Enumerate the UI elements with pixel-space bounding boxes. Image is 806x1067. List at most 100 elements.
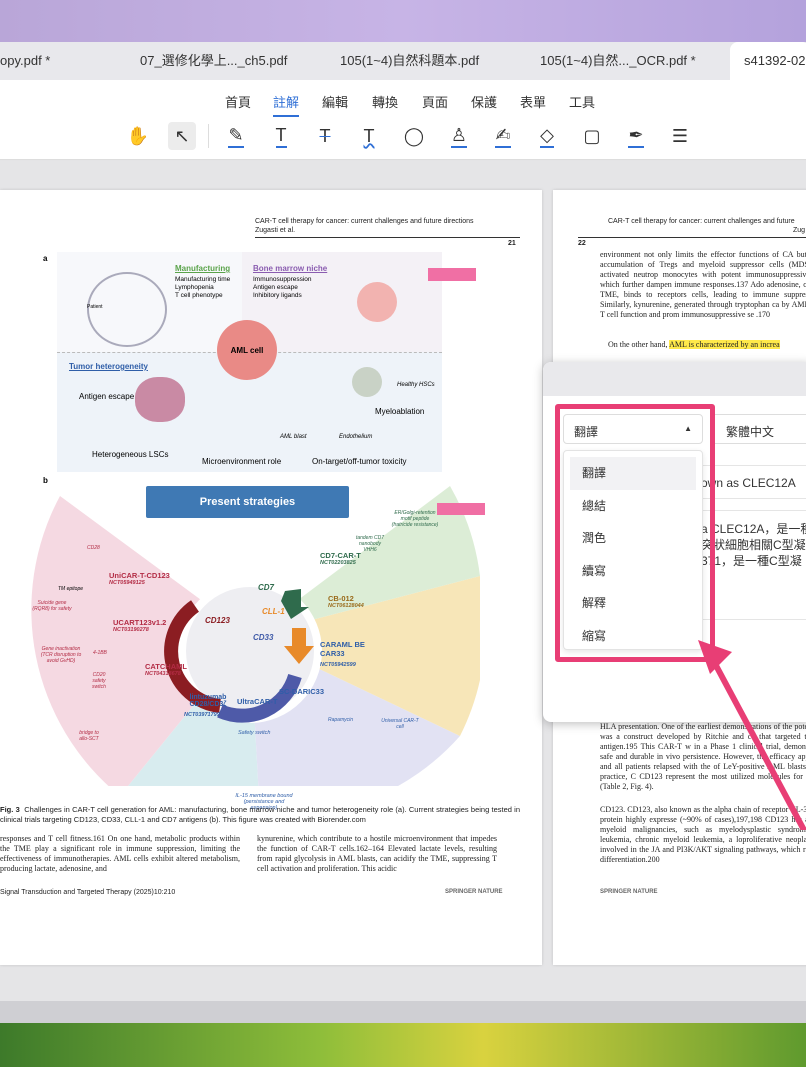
aml-cell-graphic: AML cell — [217, 320, 277, 380]
running-header-authors: Zugasti et al. — [255, 227, 296, 234]
result-line: 371，是一種C型凝 — [701, 554, 802, 568]
healthy-label: Healthy HSCs — [397, 382, 435, 388]
underline-icon[interactable]: T — [267, 122, 295, 150]
blast-label: AML blast — [280, 434, 307, 440]
tab-copy-pdf[interactable]: opy.pdf * — [0, 53, 51, 68]
strategy-name: UniCAR-T-CD123 — [109, 571, 170, 580]
option-summarize[interactable]: 總結 — [582, 498, 607, 513]
highlight-icon[interactable]: ✎ — [222, 122, 250, 150]
figure-note: Suicide gene (RQR8) for safety — [32, 600, 72, 612]
manufacturing-heading: Manufacturing — [175, 264, 231, 273]
center-disc — [186, 587, 314, 715]
callout-highlight-box — [555, 404, 715, 662]
option-continue[interactable]: 續寫 — [582, 563, 607, 578]
option-polish[interactable]: 潤色 — [582, 531, 607, 545]
figure-note: ER/Golgi-retention motif peptide (fratri… — [391, 510, 439, 528]
mode-dropdown-menu: 翻譯 總結 潤色 續寫 解釋 縮寫 — [563, 450, 703, 650]
figure-note: 4-1BB — [93, 650, 107, 656]
desktop-wallpaper-bottom — [0, 1023, 806, 1067]
figure-note: Rapamycin — [328, 717, 354, 723]
menu-annotate[interactable]: 註解 — [273, 92, 300, 117]
stamp-icon[interactable]: ♙ — [445, 122, 473, 150]
list-item: Inhibitory ligands — [253, 292, 302, 299]
tab-science-ocr[interactable]: 105(1~4)自然..._OCR.pdf * — [540, 53, 696, 68]
window-bottom-edge — [0, 1001, 806, 1023]
running-header-title: CAR-T cell therapy for cancer: current c… — [608, 218, 795, 225]
signature-icon[interactable]: ✍ — [489, 122, 517, 150]
strategy-nct: NCT02203825 — [320, 560, 356, 566]
running-header-authors: Zug — [793, 227, 806, 234]
menu-form[interactable]: 表單 — [520, 95, 547, 110]
pink-annotation-mark[interactable] — [428, 268, 476, 281]
aml-cell-label: AML cell — [230, 345, 264, 355]
tab-bar: opy.pdf * 07_選修化學上..._ch5.pdf 105(1~4)自然… — [0, 42, 806, 80]
toolbar-divider — [208, 124, 209, 148]
strategy-nct: NCT05942599 — [320, 662, 356, 668]
body-column-1: responses and T cell fitness.161 On one … — [0, 834, 240, 873]
menu-tools[interactable]: 工具 — [569, 95, 596, 110]
endothelium-label: Endothelium — [339, 434, 373, 440]
tumor-heading: Tumor heterogeneity — [69, 362, 148, 371]
strategy-nct: NCT06128044 — [328, 603, 364, 609]
myelo-label: Myeloablation — [375, 407, 425, 416]
highlight-annotation[interactable]: AML is characterized by an increa — [669, 340, 780, 349]
running-header-title: CAR-T cell therapy for cancer: current c… — [255, 218, 474, 225]
strategy-nct: NCT04318678 — [145, 671, 181, 677]
cll1-arrow — [284, 628, 314, 664]
eraser-icon[interactable]: ◇ — [533, 122, 561, 150]
strategy-nct: NCT03971799 — [184, 712, 220, 718]
tab-chem-ch5[interactable]: 07_選修化學上..._ch5.pdf — [140, 53, 288, 68]
option-translate[interactable]: 翻譯 — [570, 457, 696, 490]
hand-icon[interactable]: ✋ — [126, 125, 150, 146]
page-number: 22 — [578, 240, 586, 247]
footer-publisher: SPRINGER NATURE — [600, 889, 658, 895]
language-select[interactable]: 繁體中文 — [711, 414, 806, 444]
cd123-sector — [31, 496, 250, 786]
comment-icon[interactable]: ☰ — [671, 125, 689, 146]
antigen-escape-label: Antigen escape — [79, 392, 135, 401]
text: On the other hand, — [608, 340, 670, 349]
cd7-label: CD7 — [258, 583, 275, 592]
body-text-highlight-line: On the other hand, AML is characterized … — [608, 340, 806, 350]
list-item: Antigen escape — [253, 284, 298, 291]
footer-publisher: SPRINGER NATURE — [445, 889, 503, 895]
menu-home[interactable]: 首頁 — [225, 95, 252, 110]
strikethrough-icon[interactable]: T — [319, 125, 331, 146]
cd33-label: CD33 — [253, 633, 274, 642]
header-rule — [578, 237, 806, 238]
figure-note: tandem CD7 nanobody VHH6 — [355, 535, 385, 553]
figure-note: IL-15 membrane bound (persistance and ex… — [235, 793, 293, 811]
footer-journal: Signal Transduction and Targeted Therapy… — [0, 889, 176, 896]
list-item: Immunosuppression — [253, 276, 312, 283]
cll1-label: CLL-1 — [262, 607, 285, 616]
menu-edit[interactable]: 編輯 — [322, 95, 349, 110]
cd33-arrow — [217, 673, 302, 723]
panel-a-label: a — [43, 254, 48, 263]
cd7-arrow — [281, 589, 309, 619]
mode-select[interactable]: 翻譯▲ — [563, 414, 703, 444]
menu-page[interactable]: 頁面 — [422, 95, 449, 110]
strategy-name: CD7-CAR-T — [320, 551, 361, 560]
pen-icon[interactable]: ✒ — [622, 122, 650, 150]
shape-icon[interactable]: ◯ — [403, 125, 425, 146]
pink-annotation-mark[interactable] — [437, 503, 485, 515]
lscs-label: Heterogeneous LSCs — [92, 450, 169, 459]
figure-note: Gene inactivation (TCR disruption to avo… — [40, 646, 82, 664]
squiggly-icon[interactable]: T — [363, 125, 375, 146]
strategy-name: lintuzumab CD28/CD3ζ — [189, 694, 227, 708]
option-shorten[interactable]: 縮寫 — [582, 628, 607, 643]
ai-assistant-panel: 翻譯▲ 繁體中文 own as CLEC12A a CLEC12A，是一種 突狀… — [543, 362, 806, 722]
menu-convert[interactable]: 轉換 — [372, 95, 399, 110]
micro-label: Microenvironment role — [202, 457, 282, 466]
tab-active-document[interactable]: s41392-025 — [730, 42, 806, 80]
panel-header[interactable] — [543, 362, 806, 396]
option-explain[interactable]: 解釋 — [582, 596, 607, 610]
strategies-wheel — [31, 486, 480, 786]
strategy-nct: NCT03190278 — [113, 627, 149, 633]
rectangle-icon[interactable]: ▢ — [583, 125, 601, 146]
toxicity-label: On-target/off-tumor toxicity — [312, 457, 407, 466]
tab-science-booklet[interactable]: 105(1~4)自然科題本.pdf — [340, 53, 480, 68]
pointer-icon[interactable]: ↖ — [168, 122, 196, 150]
language-value: 繁體中文 — [726, 425, 775, 439]
menu-protect[interactable]: 保護 — [471, 95, 498, 110]
